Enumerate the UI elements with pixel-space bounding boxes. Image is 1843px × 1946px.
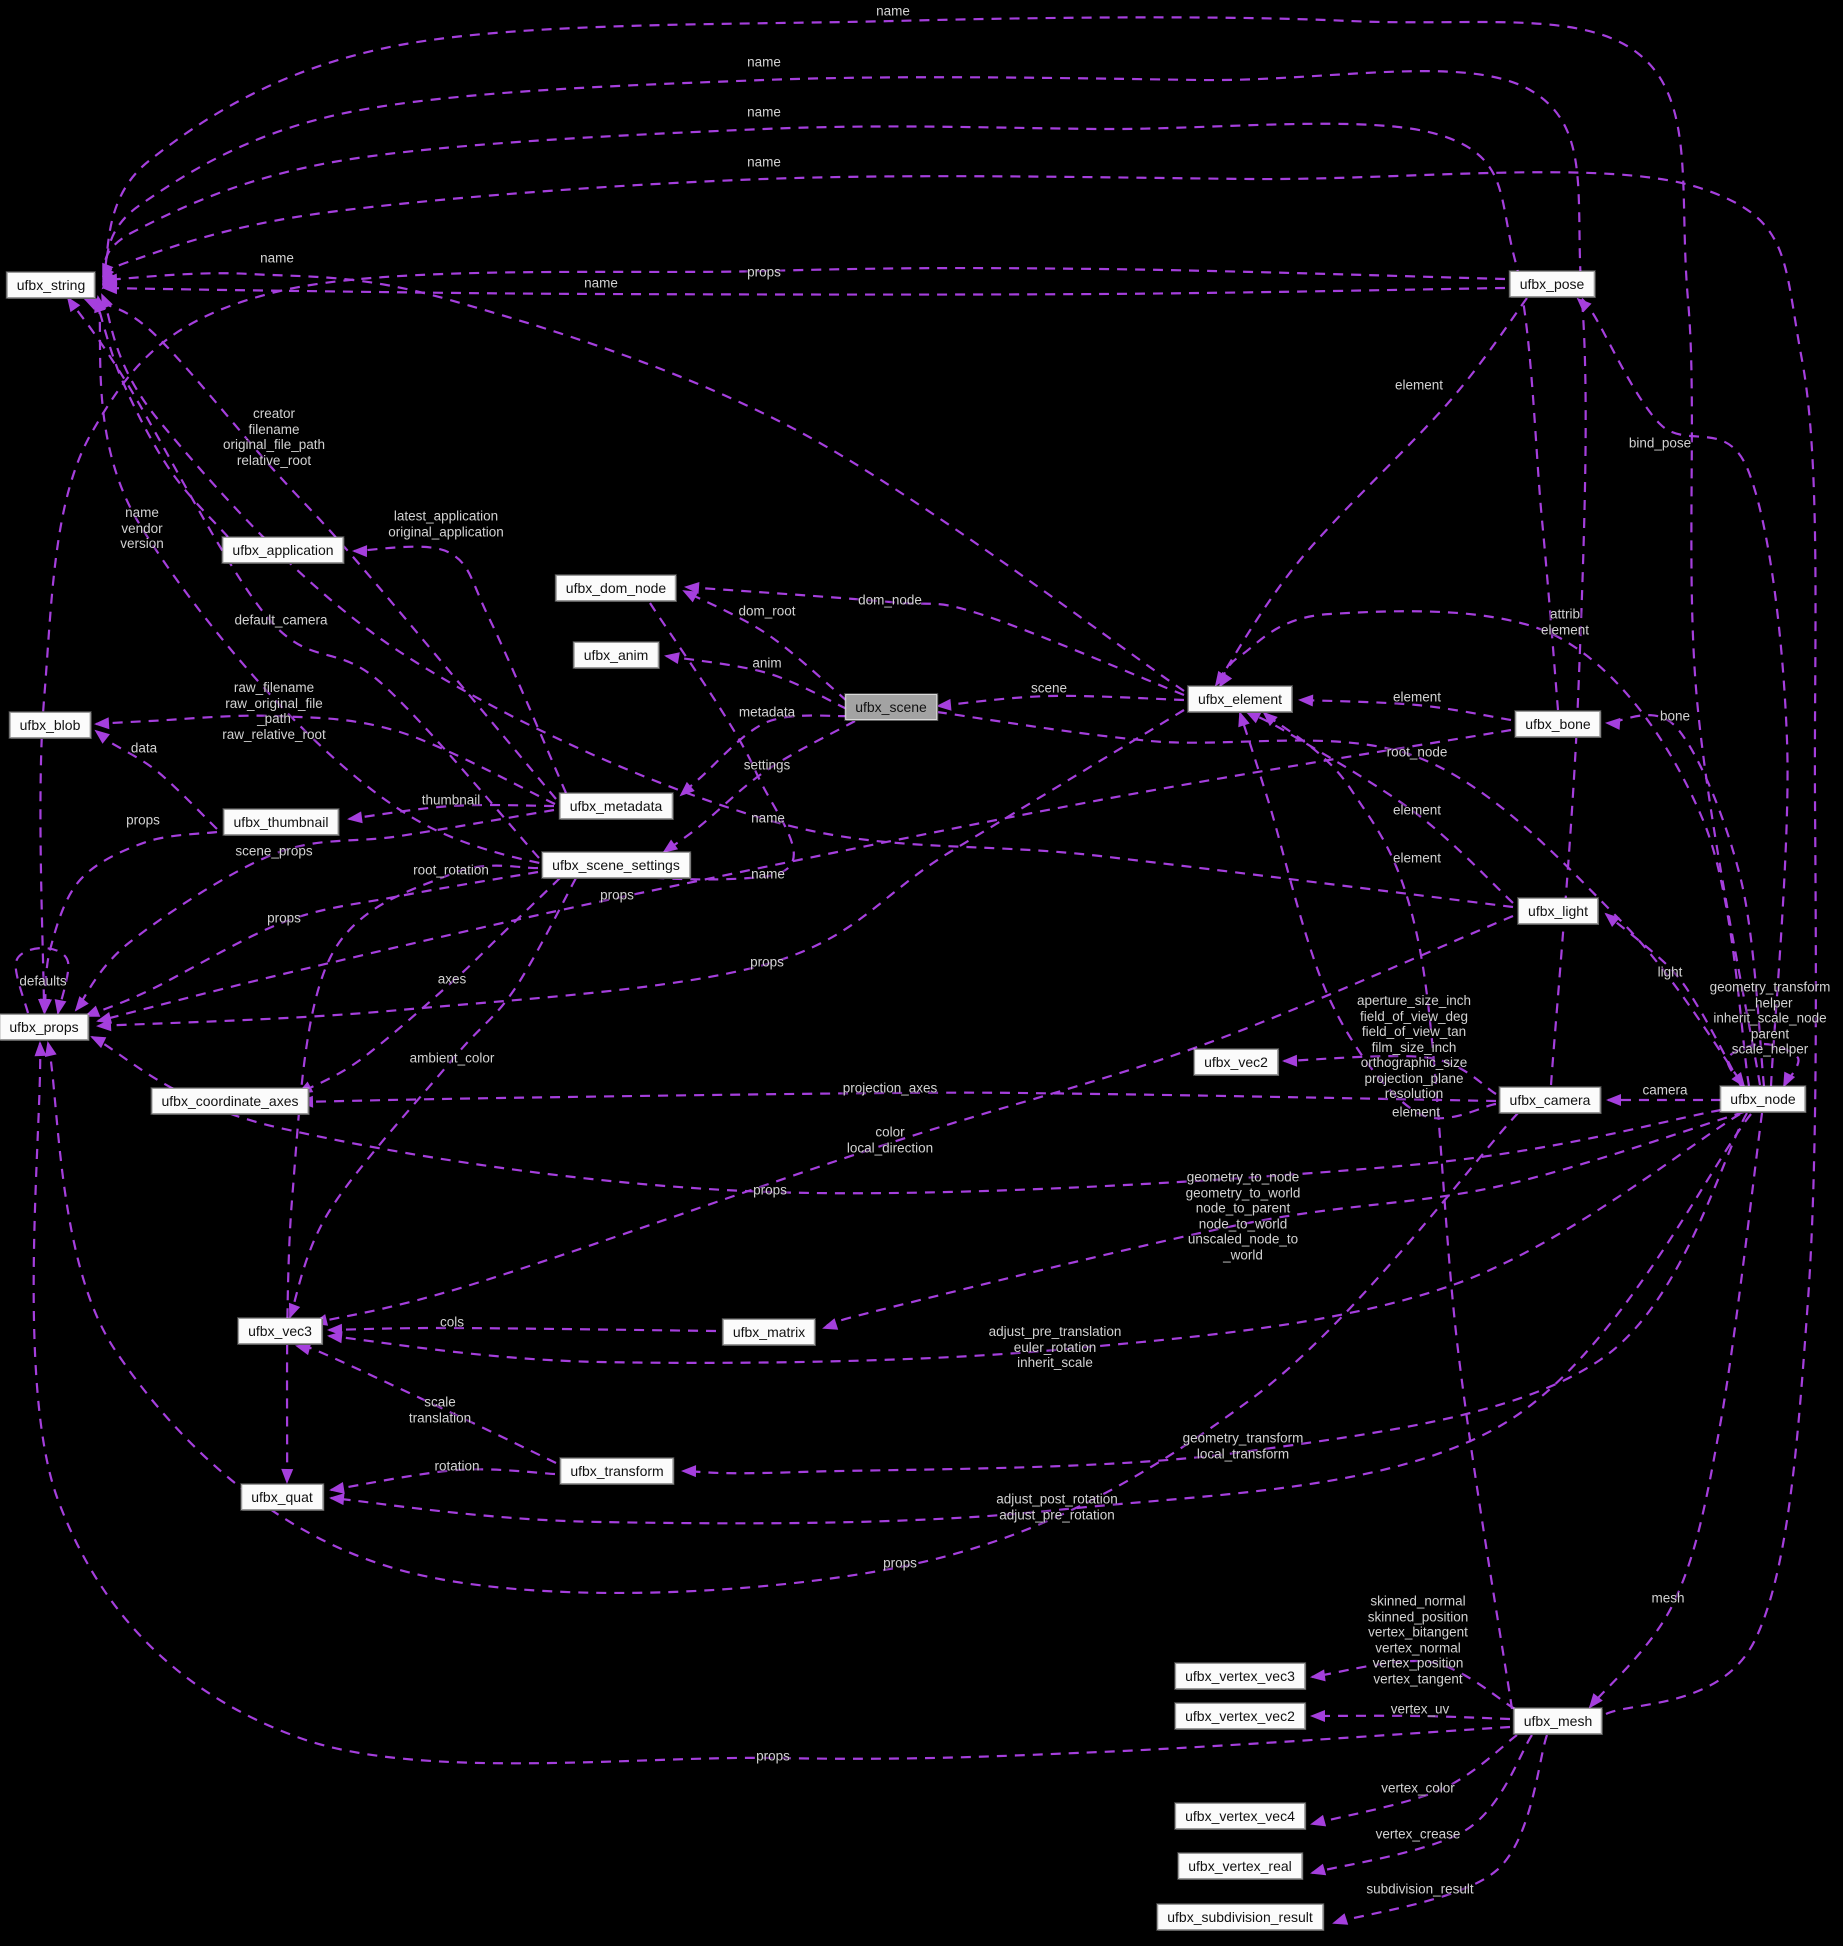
edge-ufbx_element-to-ufbx_props bbox=[96, 709, 1185, 1032]
node-ufbx_vertex_vec4[interactable]: ufbx_vertex_vec4 bbox=[1175, 1803, 1305, 1829]
edge-ufbx_node-to-ufbx_vec3 bbox=[327, 1113, 1741, 1364]
edge-ufbx_metadata-to-ufbx_blob bbox=[94, 714, 556, 805]
edge-ufbx_pose-to-ufbx_element bbox=[1214, 297, 1528, 687]
edge-ufbx_node-to-ufbx_string bbox=[101, 16, 1762, 1086]
node-ufbx_blob[interactable]: ufbx_blob bbox=[9, 712, 91, 738]
edge-ufbx_node-to-ufbx_quat bbox=[329, 1113, 1752, 1525]
node-ufbx_vertex_vec3[interactable]: ufbx_vertex_vec3 bbox=[1175, 1663, 1305, 1689]
edge-ufbx_mesh-to-ufbx_element bbox=[1262, 711, 1514, 1710]
node-ufbx_transform[interactable]: ufbx_transform bbox=[560, 1458, 674, 1484]
edge-ufbx_mesh-to-ufbx_vertex_vec2 bbox=[1310, 1709, 1511, 1722]
node-ufbx_quat[interactable]: ufbx_quat bbox=[241, 1484, 323, 1510]
edge-ufbx_application-to-ufbx_string bbox=[94, 297, 229, 538]
edge-ufbx_thumbnail-to-ufbx_props bbox=[40, 830, 218, 1014]
edge-ufbx_matrix-to-ufbx_vec3 bbox=[327, 1323, 717, 1336]
edge-ufbx_metadata-to-ufbx_application bbox=[352, 545, 568, 794]
edge-ufbx_node-to-ufbx_transform bbox=[681, 1112, 1748, 1478]
edge-ufbx_scene-to-ufbx_metadata bbox=[679, 714, 849, 797]
node-ufbx_string[interactable]: ufbx_string bbox=[6, 272, 96, 298]
edge-ufbx_scene_settings-to-ufbx_vec3 bbox=[288, 877, 577, 1319]
edge-ufbx_element-to-ufbx_scene bbox=[936, 694, 1185, 711]
edge-ufbx_dom_node-to-ufbx_string bbox=[94, 295, 795, 881]
edge-ufbx_metadata-to-ufbx_string bbox=[83, 297, 557, 800]
node-ufbx_pose[interactable]: ufbx_pose bbox=[1509, 271, 1595, 297]
node-ufbx_mesh[interactable]: ufbx_mesh bbox=[1513, 1708, 1603, 1734]
node-ufbx_vec2[interactable]: ufbx_vec2 bbox=[1194, 1049, 1278, 1075]
edge-ufbx_light-to-ufbx_vec3 bbox=[312, 914, 1514, 1326]
node-ufbx_application[interactable]: ufbx_application bbox=[222, 537, 344, 563]
edge-ufbx_scene_settings-to-ufbx_props bbox=[84, 870, 539, 1018]
node-ufbx_scene: ufbx_scene bbox=[845, 694, 937, 720]
edge-ufbx_mesh-to-ufbx_subdivision_result bbox=[1332, 1734, 1549, 1925]
node-ufbx_vertex_vec2[interactable]: ufbx_vertex_vec2 bbox=[1175, 1703, 1305, 1729]
node-ufbx_anim[interactable]: ufbx_anim bbox=[573, 642, 659, 668]
edge-ufbx_node-to-ufbx_mesh bbox=[1588, 1112, 1764, 1709]
edge-ufbx_scene-to-ufbx_anim bbox=[664, 652, 848, 711]
node-ufbx_node[interactable]: ufbx_node bbox=[1720, 1086, 1806, 1112]
node-ufbx_props[interactable]: ufbx_props bbox=[0, 1014, 89, 1040]
edge-ufbx_transform-to-ufbx_quat bbox=[329, 1468, 556, 1494]
edge-ufbx_mesh-to-ufbx_string bbox=[101, 171, 1817, 1715]
edge-ufbx_light-to-ufbx_string bbox=[100, 293, 1514, 909]
edge-ufbx_light-to-ufbx_element bbox=[1245, 711, 1514, 904]
edge-ufbx_node-to-ufbx_light bbox=[1604, 912, 1742, 1087]
edge-ufbx_scene-to-ufbx_dom_node bbox=[682, 590, 848, 702]
edge-ufbx_node-to-ufbx_node bbox=[1726, 1042, 1800, 1088]
edge-ufbx_camera-to-ufbx_props bbox=[44, 1041, 1519, 1595]
edge-ufbx_pose-to-ufbx_props bbox=[37, 266, 1506, 1014]
node-ufbx_vertex_real[interactable]: ufbx_vertex_real bbox=[1178, 1853, 1302, 1879]
edge-ufbx_props-to-ufbx_props bbox=[14, 946, 70, 1015]
node-ufbx_dom_node[interactable]: ufbx_dom_node bbox=[555, 575, 677, 601]
node-ufbx_camera[interactable]: ufbx_camera bbox=[1499, 1087, 1601, 1113]
edge-ufbx_node-to-ufbx_matrix bbox=[822, 1110, 1745, 1330]
node-ufbx_coordinate_axes[interactable]: ufbx_coordinate_axes bbox=[151, 1088, 309, 1114]
edge-ufbx_bone-to-ufbx_string bbox=[101, 122, 1560, 711]
edge-ufbx_element-to-ufbx_dom_node bbox=[684, 581, 1185, 697]
edge-ufbx_camera-to-ufbx_vec2 bbox=[1282, 1054, 1497, 1095]
edge-ufbx_transform-to-ufbx_vec3 bbox=[295, 1343, 557, 1464]
edge-ufbx_pose-to-ufbx_string bbox=[102, 282, 1506, 296]
edge-ufbx_thumbnail-to-ufbx_blob bbox=[94, 729, 218, 830]
edge-ufbx_bone-to-ufbx_props bbox=[96, 728, 1512, 1024]
node-ufbx_element[interactable]: ufbx_element bbox=[1187, 686, 1293, 712]
edge-ufbx_scene-to-ufbx_scene_settings bbox=[662, 720, 856, 854]
node-ufbx_bone[interactable]: ufbx_bone bbox=[1515, 711, 1601, 737]
edge-ufbx_camera-to-ufbx_coordinate_axes bbox=[298, 1091, 1497, 1108]
edge-ufbx_node-to-ufbx_props bbox=[90, 1036, 1722, 1195]
edge-ufbx_node-to-ufbx_bone bbox=[1605, 714, 1766, 1087]
edge-ufbx_mesh-to-ufbx_vertex_real bbox=[1310, 1734, 1533, 1876]
edge-ufbx_mesh-to-ufbx_vertex_vec3 bbox=[1310, 1659, 1516, 1710]
edge-ufbx_scene-to-ufbx_node bbox=[936, 710, 1746, 1088]
edge-ufbx_mesh-to-ufbx_vertex_vec4 bbox=[1310, 1734, 1518, 1827]
edge-ufbx_scene_settings-to-ufbx_coordinate_axes bbox=[297, 877, 561, 1094]
edge-ufbx_scene_settings-to-ufbx_quat bbox=[281, 864, 539, 1484]
node-ufbx_scene_settings[interactable]: ufbx_scene_settings bbox=[542, 852, 690, 878]
edge-ufbx_metadata-to-ufbx_props bbox=[74, 808, 555, 1012]
edge-ufbx_camera-to-ufbx_string bbox=[101, 70, 1587, 1086]
node-ufbx_vec3[interactable]: ufbx_vec3 bbox=[238, 1318, 322, 1344]
node-ufbx_matrix[interactable]: ufbx_matrix bbox=[722, 1319, 816, 1345]
edge-ufbx_bone-to-ufbx_element bbox=[1298, 694, 1512, 722]
node-ufbx_light[interactable]: ufbx_light bbox=[1518, 898, 1598, 924]
edge-ufbx_scene_settings-to-ufbx_string bbox=[66, 296, 540, 859]
edge-ufbx_metadata-to-ufbx_thumbnail bbox=[347, 803, 555, 824]
node-ufbx_thumbnail[interactable]: ufbx_thumbnail bbox=[223, 809, 339, 835]
edge-ufbx_node-to-ufbx_element bbox=[1218, 610, 1751, 1087]
node-ufbx_subdivision_result[interactable]: ufbx_subdivision_result bbox=[1157, 1904, 1323, 1930]
node-ufbx_metadata[interactable]: ufbx_metadata bbox=[559, 793, 673, 819]
edge-ufbx_camera-to-ufbx_element bbox=[1238, 711, 1497, 1120]
edge-ufbx_node-to-ufbx_pose bbox=[1576, 297, 1789, 1087]
edge-ufbx_mesh-to-ufbx_props bbox=[32, 1041, 1511, 1765]
edge-ufbx_element-to-ufbx_string bbox=[102, 272, 1185, 692]
